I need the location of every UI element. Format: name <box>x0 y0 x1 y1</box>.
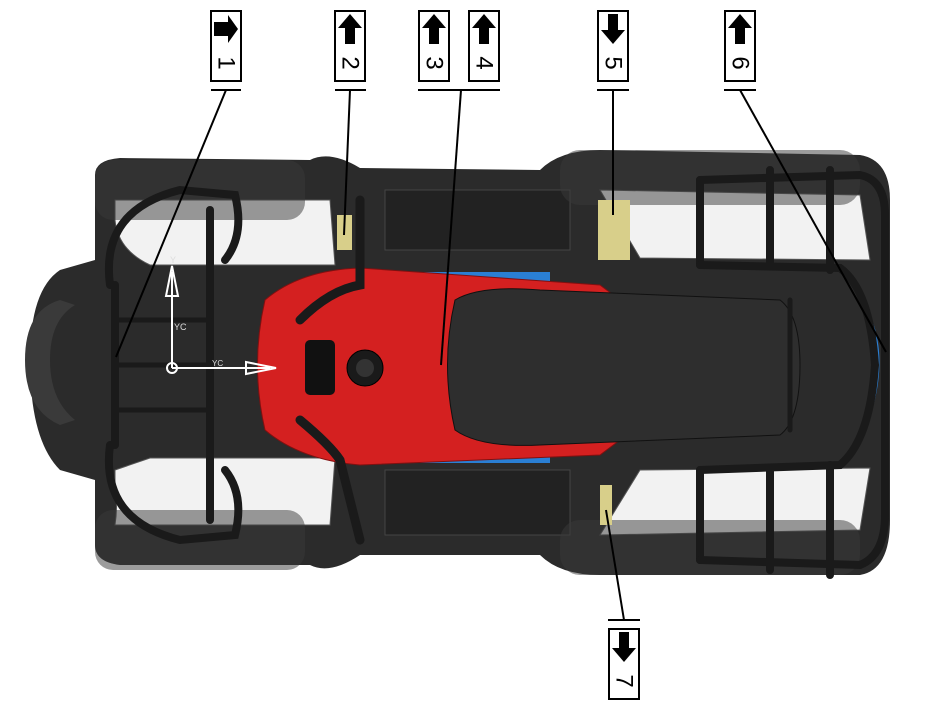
fuel-cap-inner <box>356 359 374 377</box>
callout-4: 4 <box>468 10 500 82</box>
callout-5: 5 <box>597 10 629 82</box>
arrow-right-icon <box>214 15 238 43</box>
coordinate-axes <box>164 265 277 376</box>
front-bumper <box>25 300 75 425</box>
y-axis-label: Y <box>170 255 176 265</box>
handlebar-right <box>295 415 365 545</box>
xc-axis-label: YC <box>212 359 223 368</box>
arrow-down-icon <box>601 14 625 44</box>
right-footrest <box>384 469 571 536</box>
display-unit <box>305 340 335 395</box>
callout-7-label: 7 <box>610 674 638 688</box>
callout-6: 6 <box>724 10 756 82</box>
callout-7: 7 <box>608 628 640 700</box>
leader-lines <box>115 89 887 621</box>
handlebar-left <box>295 195 365 325</box>
arrow-up-icon <box>422 14 446 44</box>
callout-3: 3 <box>418 10 450 82</box>
arrow-up-icon <box>472 14 496 44</box>
left-footrest <box>384 189 571 251</box>
callout-2-label: 2 <box>336 56 364 70</box>
yc-axis-label: YC <box>174 322 187 332</box>
arrow-down-icon <box>612 632 636 662</box>
callout-5-label: 5 <box>599 56 627 70</box>
callout-1-label: 1 <box>212 56 240 70</box>
callout-4-label: 4 <box>470 56 498 70</box>
highlight-7 <box>600 485 612 525</box>
atv-chassis <box>25 150 890 575</box>
callout-3-label: 3 <box>420 56 448 70</box>
callout-1: 1 <box>210 10 242 82</box>
seat <box>447 288 801 446</box>
arrow-up-icon <box>338 14 362 44</box>
callout-2: 2 <box>334 10 366 82</box>
arrow-up-icon <box>728 14 752 44</box>
callout-6-label: 6 <box>726 56 754 70</box>
front-rack <box>104 185 243 545</box>
